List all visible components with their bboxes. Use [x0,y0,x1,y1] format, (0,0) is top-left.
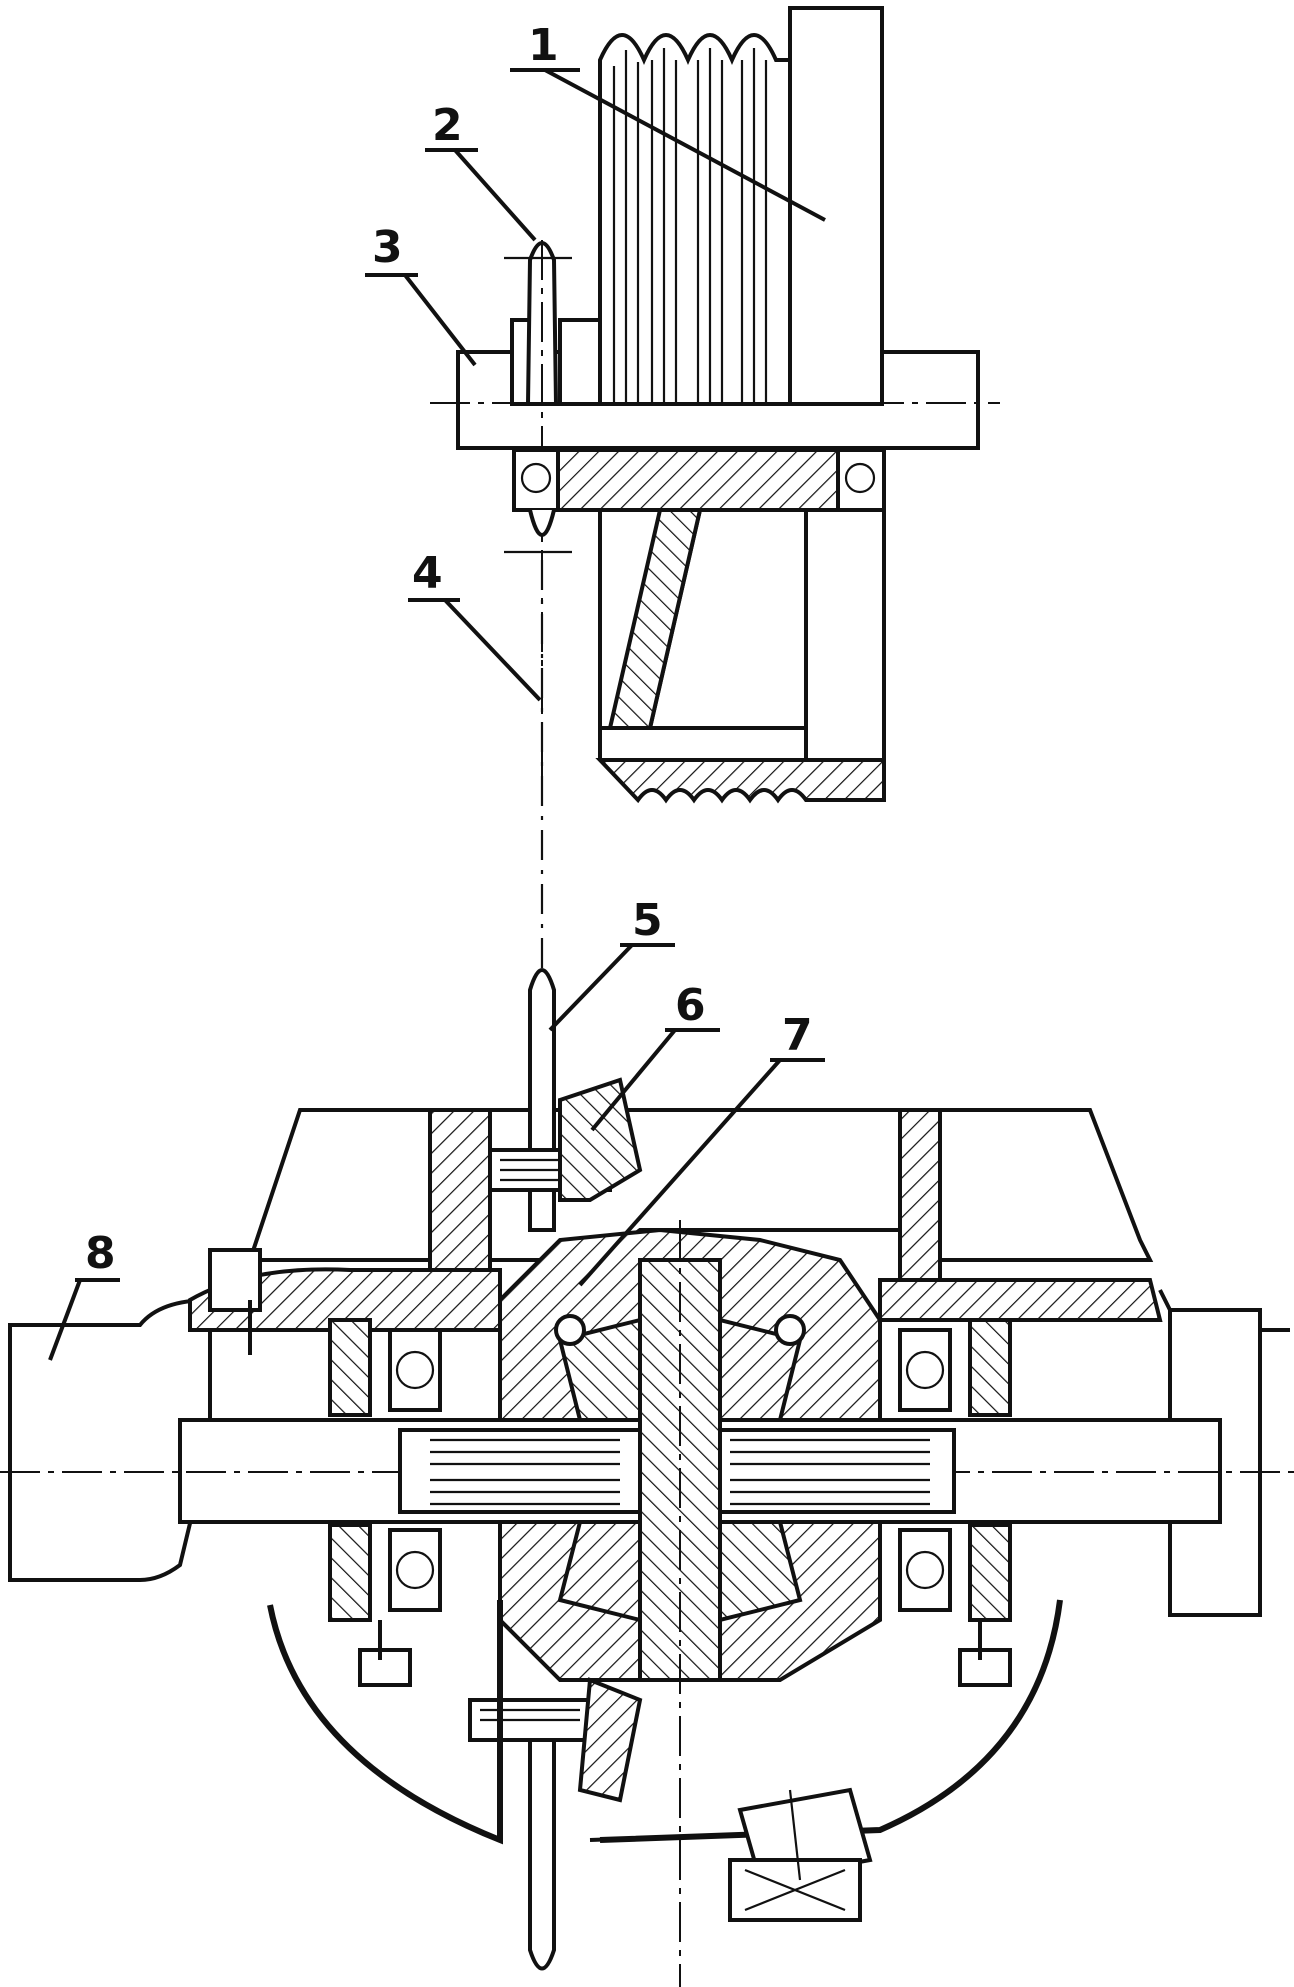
sprocket-hub-6 [558,1077,643,1803]
callout-4-label: 4 [412,548,443,599]
bolted-flanges [208,1248,1012,1687]
callout-1: 1 [510,20,826,222]
callout-7: 7 [578,1010,825,1287]
small-sprocket [504,240,602,780]
callout-6-label: 6 [675,980,706,1031]
callouts: 1 2 3 4 5 6 [48,20,826,1361]
upper-pulley-assembly [430,6,1000,804]
grooved-pulley [598,6,884,406]
callout-6: 6 [590,980,720,1132]
bearings-upper [328,1318,1012,1417]
callout-3: 3 [365,222,477,367]
callout-8-label: 8 [85,1228,116,1279]
callout-8: 8 [48,1228,120,1361]
callout-5: 5 [548,895,675,1032]
differential-assembly [0,968,1294,1987]
bearings-lower [328,1523,1012,1622]
callout-2: 2 [425,100,537,242]
callout-5-label: 5 [632,895,663,946]
differential-carrier [498,1220,882,1987]
pulley-cross-section [595,508,886,804]
callout-4: 4 [408,548,542,702]
upper-hub-section [512,448,886,537]
drain-plug [728,1787,873,1922]
callout-2-label: 2 [432,100,463,151]
upper-housing [188,1108,1163,1332]
callout-7-label: 7 [782,1010,813,1061]
callout-1-label: 1 [528,20,559,71]
callout-3-label: 3 [372,222,403,273]
